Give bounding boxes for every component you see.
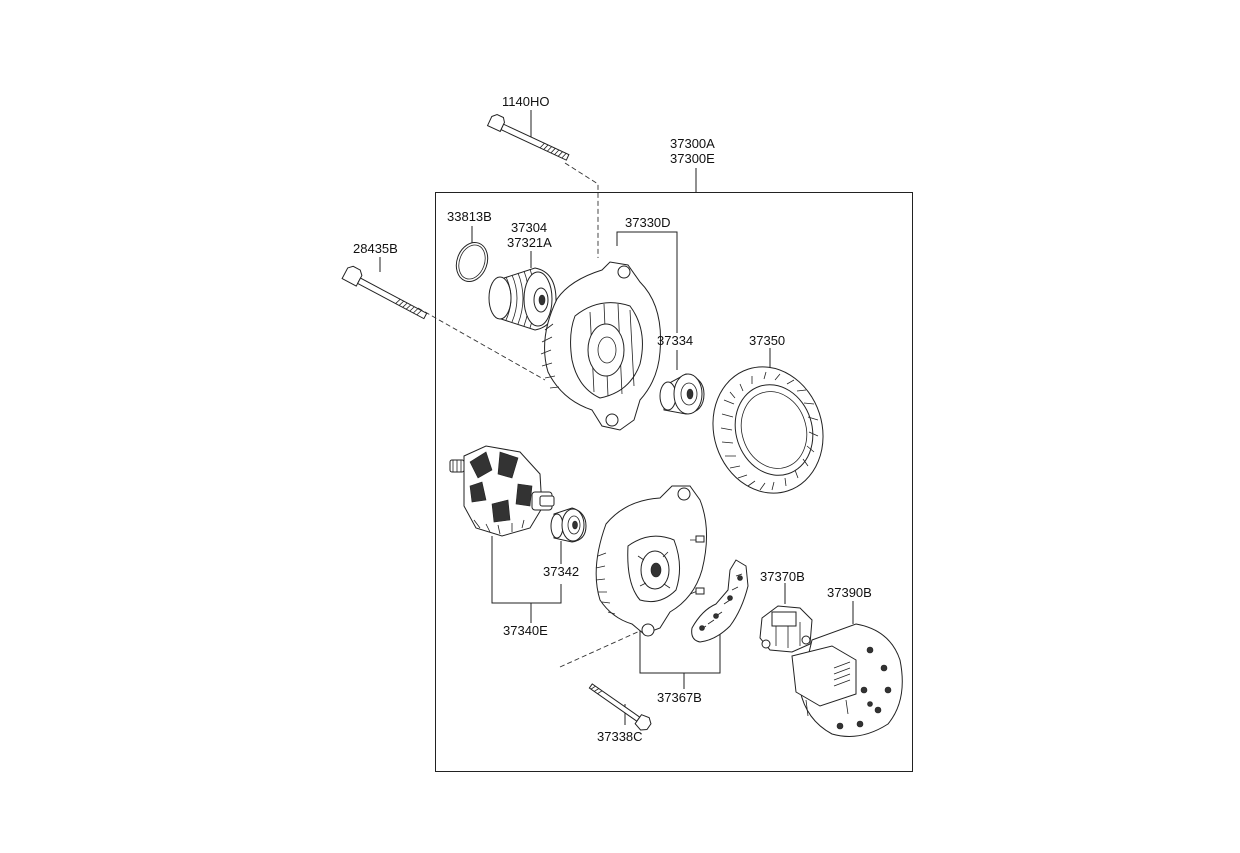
bolt-1140ho xyxy=(486,114,570,161)
pulley-37304 xyxy=(488,267,557,331)
alignment-lines xyxy=(417,162,643,668)
label-37300a: 37300A xyxy=(670,136,715,151)
bearing-37334 xyxy=(659,373,705,415)
label-37300e: 37300E xyxy=(670,151,715,166)
o-ring-33813b xyxy=(455,242,489,282)
label-1140ho: 1140HO xyxy=(502,94,550,109)
label-37338c: 37338C xyxy=(597,729,643,744)
bolt-28435b xyxy=(341,265,428,320)
label-37304: 37304 xyxy=(511,220,548,235)
regulator-37370b xyxy=(759,605,813,653)
bearing-37342 xyxy=(550,507,587,543)
label-37330d: 37330D xyxy=(625,215,671,230)
label-37370b: 37370B xyxy=(760,569,805,584)
label-37340e: 37340E xyxy=(503,623,548,638)
label-33813b: 33813B xyxy=(447,209,492,224)
label-37390b: 37390B xyxy=(827,585,872,600)
rear-bracket xyxy=(595,485,708,637)
label-37334: 37334 xyxy=(657,333,694,348)
label-37350: 37350 xyxy=(749,333,786,348)
through-bolt-37338c xyxy=(588,683,652,731)
rotor-37340e xyxy=(449,445,555,537)
label-37367b: 37367B xyxy=(657,690,702,705)
front-bracket-37330d xyxy=(540,261,662,431)
assembly-frame xyxy=(435,192,913,772)
label-28435b: 28435B xyxy=(353,241,398,256)
rear-cover-37390b xyxy=(791,623,903,737)
rectifier-37367b xyxy=(691,559,749,643)
leader-lines xyxy=(379,110,854,725)
stator-37350 xyxy=(712,366,824,494)
label-37321a: 37321A xyxy=(507,235,552,250)
label-37342: 37342 xyxy=(543,564,580,579)
